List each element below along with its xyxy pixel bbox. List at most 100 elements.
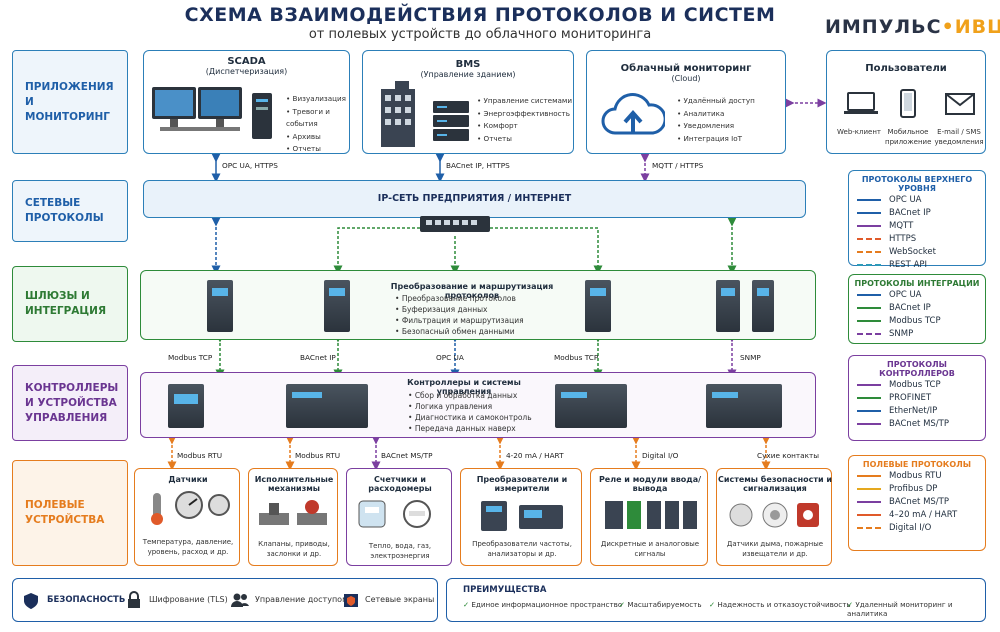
legend-line-swatch: [857, 500, 881, 503]
list-item: Фильтрация и маршрутизация: [395, 315, 524, 326]
check-icon: ✓: [847, 600, 854, 609]
firewall-icon: [344, 594, 358, 607]
email-icon: [945, 93, 975, 115]
field-desc: Температура, давление, уровень, расход и…: [142, 538, 234, 556]
legend-item-label: MQTT: [889, 220, 914, 231]
field-box-sensors: Датчики Температура, давление, уровень, …: [134, 468, 240, 566]
plc-device: [286, 384, 368, 428]
bms-subtitle: (Управление зданием): [420, 70, 516, 79]
legend-line-swatch: [857, 319, 881, 322]
list-item: Преобразование протоколов: [395, 293, 524, 304]
field-desc: Датчики дыма, пожарные извещатели и др.: [726, 540, 824, 558]
legend-line-swatch: [857, 211, 881, 214]
plc-device: [168, 384, 204, 428]
legend-item-label: PROFINET: [889, 392, 932, 403]
valve-icon: [259, 500, 327, 525]
list-item: Отчеты: [286, 143, 349, 156]
users-icon: [231, 593, 249, 607]
gateway-device: [752, 280, 774, 332]
legend-item: Modbus TCP: [849, 314, 985, 327]
legend-item-label: OPC UA: [889, 194, 922, 205]
network-bar: IP-СЕТЬ ПРЕДПРИЯТИЯ / ИНТЕРНЕТ: [143, 180, 806, 218]
io-module-icon: [605, 501, 697, 529]
protocol-label: BACnet MS/TP: [381, 451, 433, 460]
legend-line-swatch: [857, 237, 881, 240]
protocol-label: Modbus RTU: [177, 451, 223, 460]
legend-item-label: REST API: [889, 259, 928, 270]
legend-item-label: Profibus DP: [889, 483, 938, 494]
field-desc: Преобразователи частоты, анализаторы и д…: [472, 540, 572, 558]
list-item: Архивы: [286, 131, 349, 144]
legend-item: BACnet MS/TP: [849, 417, 985, 430]
legend-item: SNMP: [849, 327, 985, 340]
protocol-label: 4-20 mA / HART: [506, 451, 564, 460]
cloud-box: Облачный мониторинг (Cloud) Удалённый до…: [586, 50, 786, 154]
list-item: Диагностика и самоконтроль: [408, 412, 532, 423]
list-item: Уведомления: [677, 120, 755, 133]
link-label-bms: BACnet IP, HTTPS: [446, 161, 510, 170]
check-icon: ✓: [463, 600, 470, 609]
gateway-device: [324, 280, 350, 332]
advantage-item: ✓ Масштабируемость: [619, 600, 702, 609]
mobile-phone-icon: [900, 89, 916, 118]
legend-item: 4–20 mA / HART: [849, 508, 985, 521]
shield-icon: [24, 593, 38, 609]
list-item: Управление системами: [477, 95, 572, 108]
field-title: Счетчики и расходомеры: [368, 475, 432, 493]
legend-item-label: BACnet IP: [889, 207, 931, 218]
layer-label-controllers: КОНТРОЛЛЕРЫ И УСТРОЙСТВА УПРАВЛЕНИЯ: [12, 365, 128, 441]
legend-item: Profibus DP: [849, 482, 985, 495]
list-item: Сбор и обработка данных: [408, 390, 532, 401]
scada-features: Визуализация Тревоги и события Архивы От…: [286, 93, 349, 156]
legend-line-swatch: [857, 306, 881, 309]
security-panel: БЕЗОПАСНОСТЬ Шифрование (TLS) Управление…: [12, 578, 438, 622]
gateway-device: [585, 280, 611, 332]
legend-item: Modbus RTU: [849, 469, 985, 482]
field-box-safety: Системы безопасности и сигнализация Датч…: [716, 468, 832, 566]
list-item: Отчеты: [477, 133, 572, 146]
web-client-label: Web-клиент: [837, 128, 881, 136]
legend-item: EtherNet/IP: [849, 404, 985, 417]
security-item: Сетевые экраны: [365, 595, 435, 604]
field-title: Реле и модули ввода/вывода: [598, 475, 702, 493]
list-item: Интеграция IoT: [677, 133, 755, 146]
list-item: Удалённый доступ: [677, 95, 755, 108]
protocol-label: Сухие контакты: [757, 451, 820, 460]
advantages-panel: ПРЕИМУЩЕСТВА ✓ Единое информационное про…: [446, 578, 986, 622]
legend-title: ПРОТОКОЛЫ ВЕРХНЕГО УРОВНЯ: [861, 175, 973, 193]
legend-item: Digital I/O: [849, 521, 985, 534]
field-title: Преобразователи и измерители: [476, 475, 568, 493]
list-item: Энергоэффективность: [477, 108, 572, 121]
gateway-device: [207, 280, 233, 332]
plc-device: [706, 384, 782, 428]
legend-item: Modbus TCP: [849, 378, 985, 391]
laptop-icon: [844, 92, 878, 114]
advantages-label: ПРЕИМУЩЕСТВА: [463, 585, 547, 595]
email-sms-label: E-mail / SMS уведомления: [934, 128, 984, 146]
legend-item-label: SNMP: [889, 328, 914, 339]
cloud-subtitle: (Cloud): [671, 74, 701, 83]
legend-title: ПРОТОКОЛЫ КОНТРОЛЛЕРОВ: [879, 360, 955, 378]
cloud-upload-icon: [601, 93, 665, 135]
protocol-label: BACnet IP: [300, 353, 336, 362]
layer-label-field: ПОЛЕВЫЕ УСТРОЙСТВА: [12, 460, 128, 566]
legend-item-label: Modbus TCP: [889, 315, 941, 326]
legend-item: OPC UA: [849, 193, 985, 206]
legend-item: OPC UA: [849, 288, 985, 301]
scada-subtitle: (Диспетчеризация): [205, 67, 288, 76]
legend-item: REST API: [849, 258, 985, 271]
legend-item: WebSocket: [849, 245, 985, 258]
legend-line-swatch: [857, 198, 881, 201]
field-box-relays: Реле и модули ввода/вывода Дискретные и …: [590, 468, 708, 566]
network-switch-icon: [420, 216, 490, 232]
building-server-icon: [381, 81, 469, 147]
legend-item: PROFINET: [849, 391, 985, 404]
legend-item-label: BACnet MS/TP: [889, 418, 949, 429]
list-item: Аналитика: [677, 108, 755, 121]
legend-item-label: BACnet IP: [889, 302, 931, 313]
list-item: Визуализация: [286, 93, 349, 106]
legend-line-swatch: [857, 487, 881, 490]
list-item: Тревоги и события: [286, 106, 349, 131]
